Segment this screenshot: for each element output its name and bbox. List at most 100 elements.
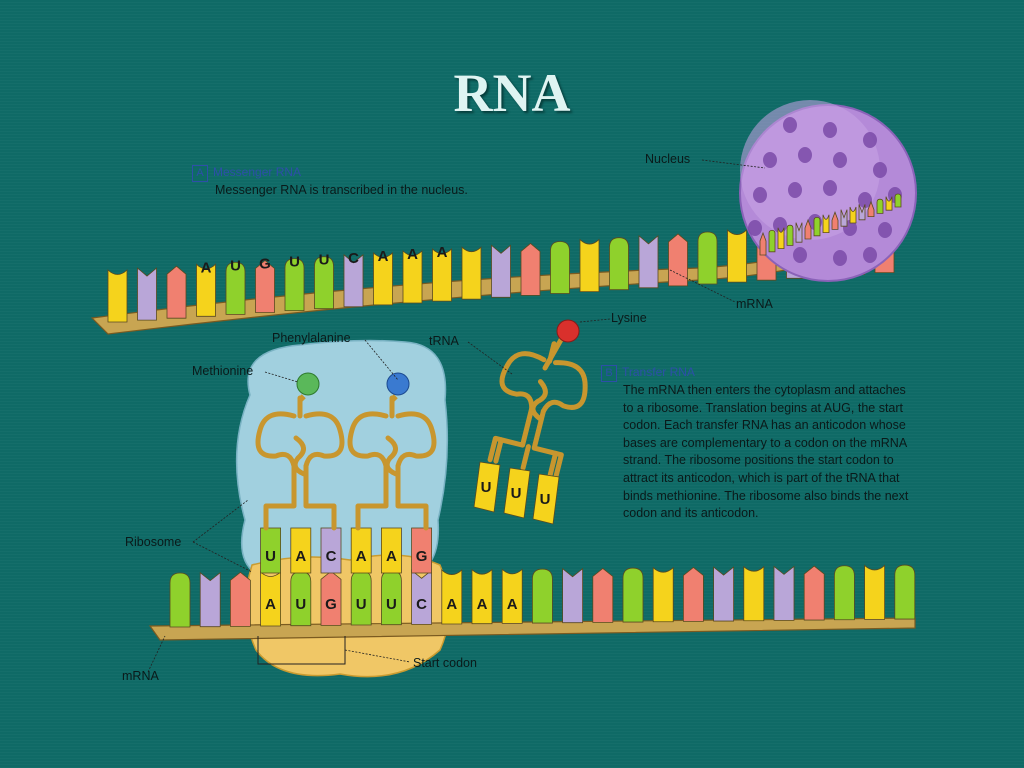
trna-loop	[292, 435, 307, 477]
nucleus-base	[795, 222, 803, 243]
top-base-letter: U	[319, 252, 330, 269]
top-base	[727, 229, 747, 283]
bottom-base	[894, 564, 916, 620]
bottom-codon-letter: A	[265, 596, 276, 613]
bottom-codon-letter: G	[325, 596, 337, 613]
nucleus-base	[759, 231, 767, 256]
top-base	[255, 259, 275, 313]
top-base	[107, 269, 128, 323]
top-base	[697, 231, 718, 285]
anticodon-base	[320, 527, 342, 574]
top-base	[166, 265, 187, 319]
anticodon-base	[290, 527, 312, 574]
nuclear-pore	[863, 247, 877, 263]
trna-loop	[487, 405, 535, 463]
top-base-letter: C	[348, 250, 359, 267]
top-base-letter: U	[289, 254, 300, 271]
lysine-anticodon-letter: U	[511, 485, 522, 502]
bottom-base	[864, 564, 885, 620]
top-base	[343, 253, 364, 308]
bottom-base	[471, 568, 493, 625]
nuclear-pore	[833, 152, 847, 168]
bottom-codon-letter: U	[356, 596, 367, 613]
top-base	[461, 246, 482, 300]
nuclear-pore	[878, 222, 892, 238]
top-base-letter: A	[407, 246, 418, 263]
bottom-codon-letter: U	[295, 596, 306, 613]
top-base-letter: A	[378, 248, 389, 265]
trna-loop	[355, 463, 389, 531]
trna-loop	[499, 351, 547, 411]
anticodon-base	[411, 527, 433, 574]
bottom-base	[713, 566, 734, 622]
nucleus-base	[831, 211, 839, 230]
anticodon-base	[350, 527, 372, 574]
nucleus-base	[822, 214, 830, 233]
trna-loop	[531, 408, 564, 479]
trna-acceptor-stem	[298, 394, 306, 402]
nucleus-base	[876, 198, 884, 214]
trna-loop	[540, 360, 588, 414]
top-base	[225, 261, 246, 315]
nuclear-pore	[798, 147, 812, 163]
nucleus-base	[885, 196, 893, 211]
trna-loop	[384, 435, 399, 477]
bottom-base	[441, 569, 463, 625]
phenylalanine-ball	[386, 372, 410, 396]
nuclear-pore	[823, 122, 837, 138]
lysine-anticodon-letter: U	[481, 479, 492, 496]
trna-acceptor-stem	[542, 335, 565, 371]
nucleus-base	[768, 229, 776, 253]
trna-loop	[347, 411, 389, 469]
top-base	[550, 241, 570, 294]
lysine-anticodon-letter: U	[540, 491, 551, 508]
trna-loop	[303, 463, 337, 531]
nucleus-base	[840, 209, 848, 227]
nucleus-base	[804, 218, 812, 240]
nucleus-base	[813, 216, 821, 237]
bottom-base	[834, 565, 855, 621]
section-a-badge: A	[192, 165, 208, 182]
top-base	[579, 238, 600, 292]
trna-loop	[520, 444, 531, 471]
top-base-letter: A	[201, 259, 212, 276]
bottom-base	[743, 565, 765, 622]
bottom-codon-letter: A	[507, 596, 518, 613]
top-base	[520, 242, 541, 296]
section-a-text: Messenger RNA is transcribed in the nucl…	[215, 183, 468, 197]
nuclear-pore	[858, 192, 872, 208]
section-b-text: The mRNA then enters the cytoplasm and a…	[623, 383, 909, 521]
trna-loop	[263, 463, 297, 531]
nuclear-pore	[863, 132, 877, 148]
mrna-inside-nucleus	[759, 193, 902, 256]
lysine-label: Lysine	[611, 311, 647, 325]
bottom-base	[622, 567, 644, 623]
leader-lines	[147, 159, 766, 673]
bottom-base	[683, 566, 704, 622]
anticodon-letter: U	[265, 548, 276, 565]
anticodon-base	[380, 527, 402, 574]
ribosome-label: Ribosome	[125, 535, 182, 549]
mrna-bottom-label: mRNA	[122, 669, 159, 683]
trna-loop	[395, 463, 429, 531]
top-base	[432, 248, 452, 302]
nucleus-base	[858, 204, 866, 221]
bottom-codon-letter: U	[386, 596, 397, 613]
nucleus-base	[777, 227, 785, 249]
top-base	[668, 233, 688, 287]
trna-loop	[395, 411, 437, 469]
bottom-base	[532, 568, 553, 624]
nucleus-label: Nucleus	[645, 152, 691, 166]
nuclear-pore	[763, 152, 777, 168]
top-base	[609, 237, 629, 291]
anticodon-letter: A	[295, 548, 306, 565]
nuclear-pore	[783, 117, 797, 133]
bottom-base	[169, 572, 191, 628]
nucleus-base	[867, 200, 875, 217]
section-a-heading-text: Messenger RNA	[213, 165, 302, 179]
bottom-base	[592, 567, 614, 623]
trna-loop	[303, 411, 345, 469]
